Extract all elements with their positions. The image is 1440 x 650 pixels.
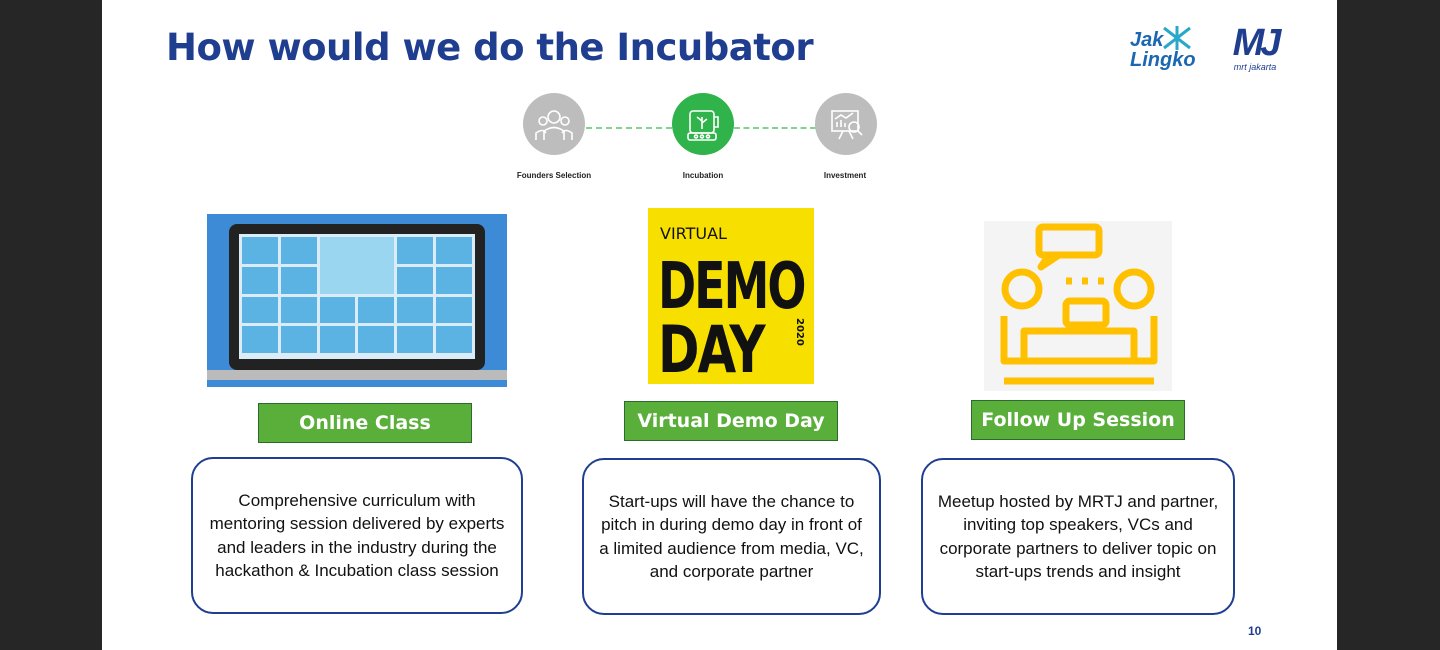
follow-up-session-image	[984, 221, 1172, 391]
virtual-demo-day-description: Start-ups will have the chance to pitch …	[582, 458, 881, 615]
step-label: Investment	[823, 171, 867, 180]
step-connector	[734, 127, 816, 129]
logo-text: mrt jakarta	[1233, 62, 1277, 72]
step-connector	[586, 127, 672, 129]
jaklingko-logo: Jak Lingko	[1130, 26, 1196, 71]
founders-selection-step-icon	[523, 93, 585, 155]
virtual-demo-day-label: Virtual Demo Day	[624, 401, 838, 441]
online-class-description: Comprehensive curriculum with mentoring …	[191, 457, 523, 614]
page-number: 10	[1248, 624, 1262, 638]
logo-text: Lingko	[1130, 49, 1196, 71]
incubation-step-icon	[672, 93, 734, 155]
logo-text: Jak	[1130, 29, 1164, 51]
follow-up-session-label: Follow Up Session	[971, 400, 1185, 440]
slide: How would we do the Incubator Jak Lingko…	[102, 0, 1337, 650]
virtual-demo-day-image: VIRTUAL DEMO DAY 2020	[648, 208, 814, 384]
slide-title: How would we do the Incubator	[166, 26, 814, 69]
mrt-jakarta-logo: MJ mrt jakarta	[1220, 24, 1290, 72]
investment-step-icon	[815, 93, 877, 155]
step-label: Founders Selection	[516, 171, 592, 180]
follow-up-session-description: Meetup hosted by MRTJ and partner, invit…	[921, 458, 1235, 615]
online-class-image	[207, 214, 507, 387]
step-label: Incubation	[682, 171, 724, 180]
online-class-label: Online Class	[258, 403, 472, 443]
